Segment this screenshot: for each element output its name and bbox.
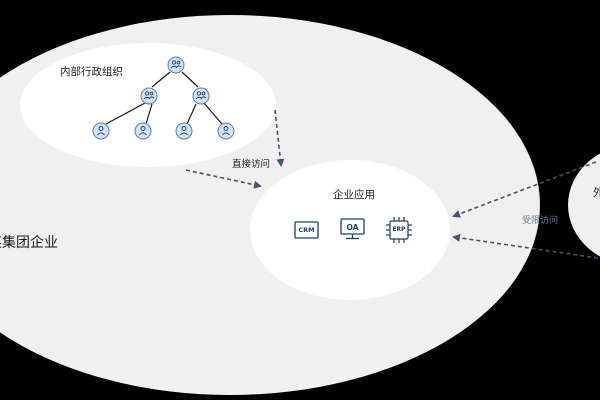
- person-icon: [222, 126, 230, 136]
- monitor-icon: [340, 218, 365, 240]
- arrow-external-to-apps-a: [452, 161, 597, 218]
- arrow-org-to-apps-a: [274, 109, 285, 167]
- group-title: 某集团企业: [0, 235, 58, 251]
- limited-access-arrows: [452, 161, 599, 259]
- org-node-right: [192, 87, 210, 105]
- direct-access-arrows: [185, 109, 285, 189]
- org-leaf-1: [92, 122, 110, 140]
- person-icon: [139, 126, 147, 136]
- group-person-icon: [195, 91, 207, 100]
- org-leaf-2: [134, 122, 152, 140]
- chip-icon: [386, 217, 412, 243]
- person-icon: [97, 126, 105, 136]
- org-node-left: [140, 87, 158, 105]
- arrow-external-to-apps-b: [452, 233, 599, 259]
- org-node-root: [167, 56, 185, 74]
- org-leaf-3: [175, 122, 193, 140]
- group-person-icon: [143, 91, 155, 100]
- erp-label: ERP: [392, 226, 406, 233]
- external-title: 外: [593, 186, 600, 199]
- internal-org-title: 内部行政组织: [60, 66, 123, 78]
- arrow-org-to-apps-b: [185, 169, 262, 189]
- org-tree-lines: [105, 71, 223, 125]
- crm-tag-icon: [294, 221, 319, 239]
- external-region: [568, 153, 600, 257]
- group-person-icon: [170, 60, 182, 69]
- crm-label: CRM: [298, 226, 315, 234]
- internal-org-region: [20, 43, 276, 167]
- enterprise-apps-title: 企业应用: [333, 189, 375, 201]
- org-leaf-4: [217, 122, 235, 140]
- direct-access-label: 直接访问: [232, 159, 271, 170]
- person-icon: [180, 126, 188, 136]
- oa-label: OA: [346, 223, 359, 232]
- limited-access-label: 受限访问: [522, 216, 559, 226]
